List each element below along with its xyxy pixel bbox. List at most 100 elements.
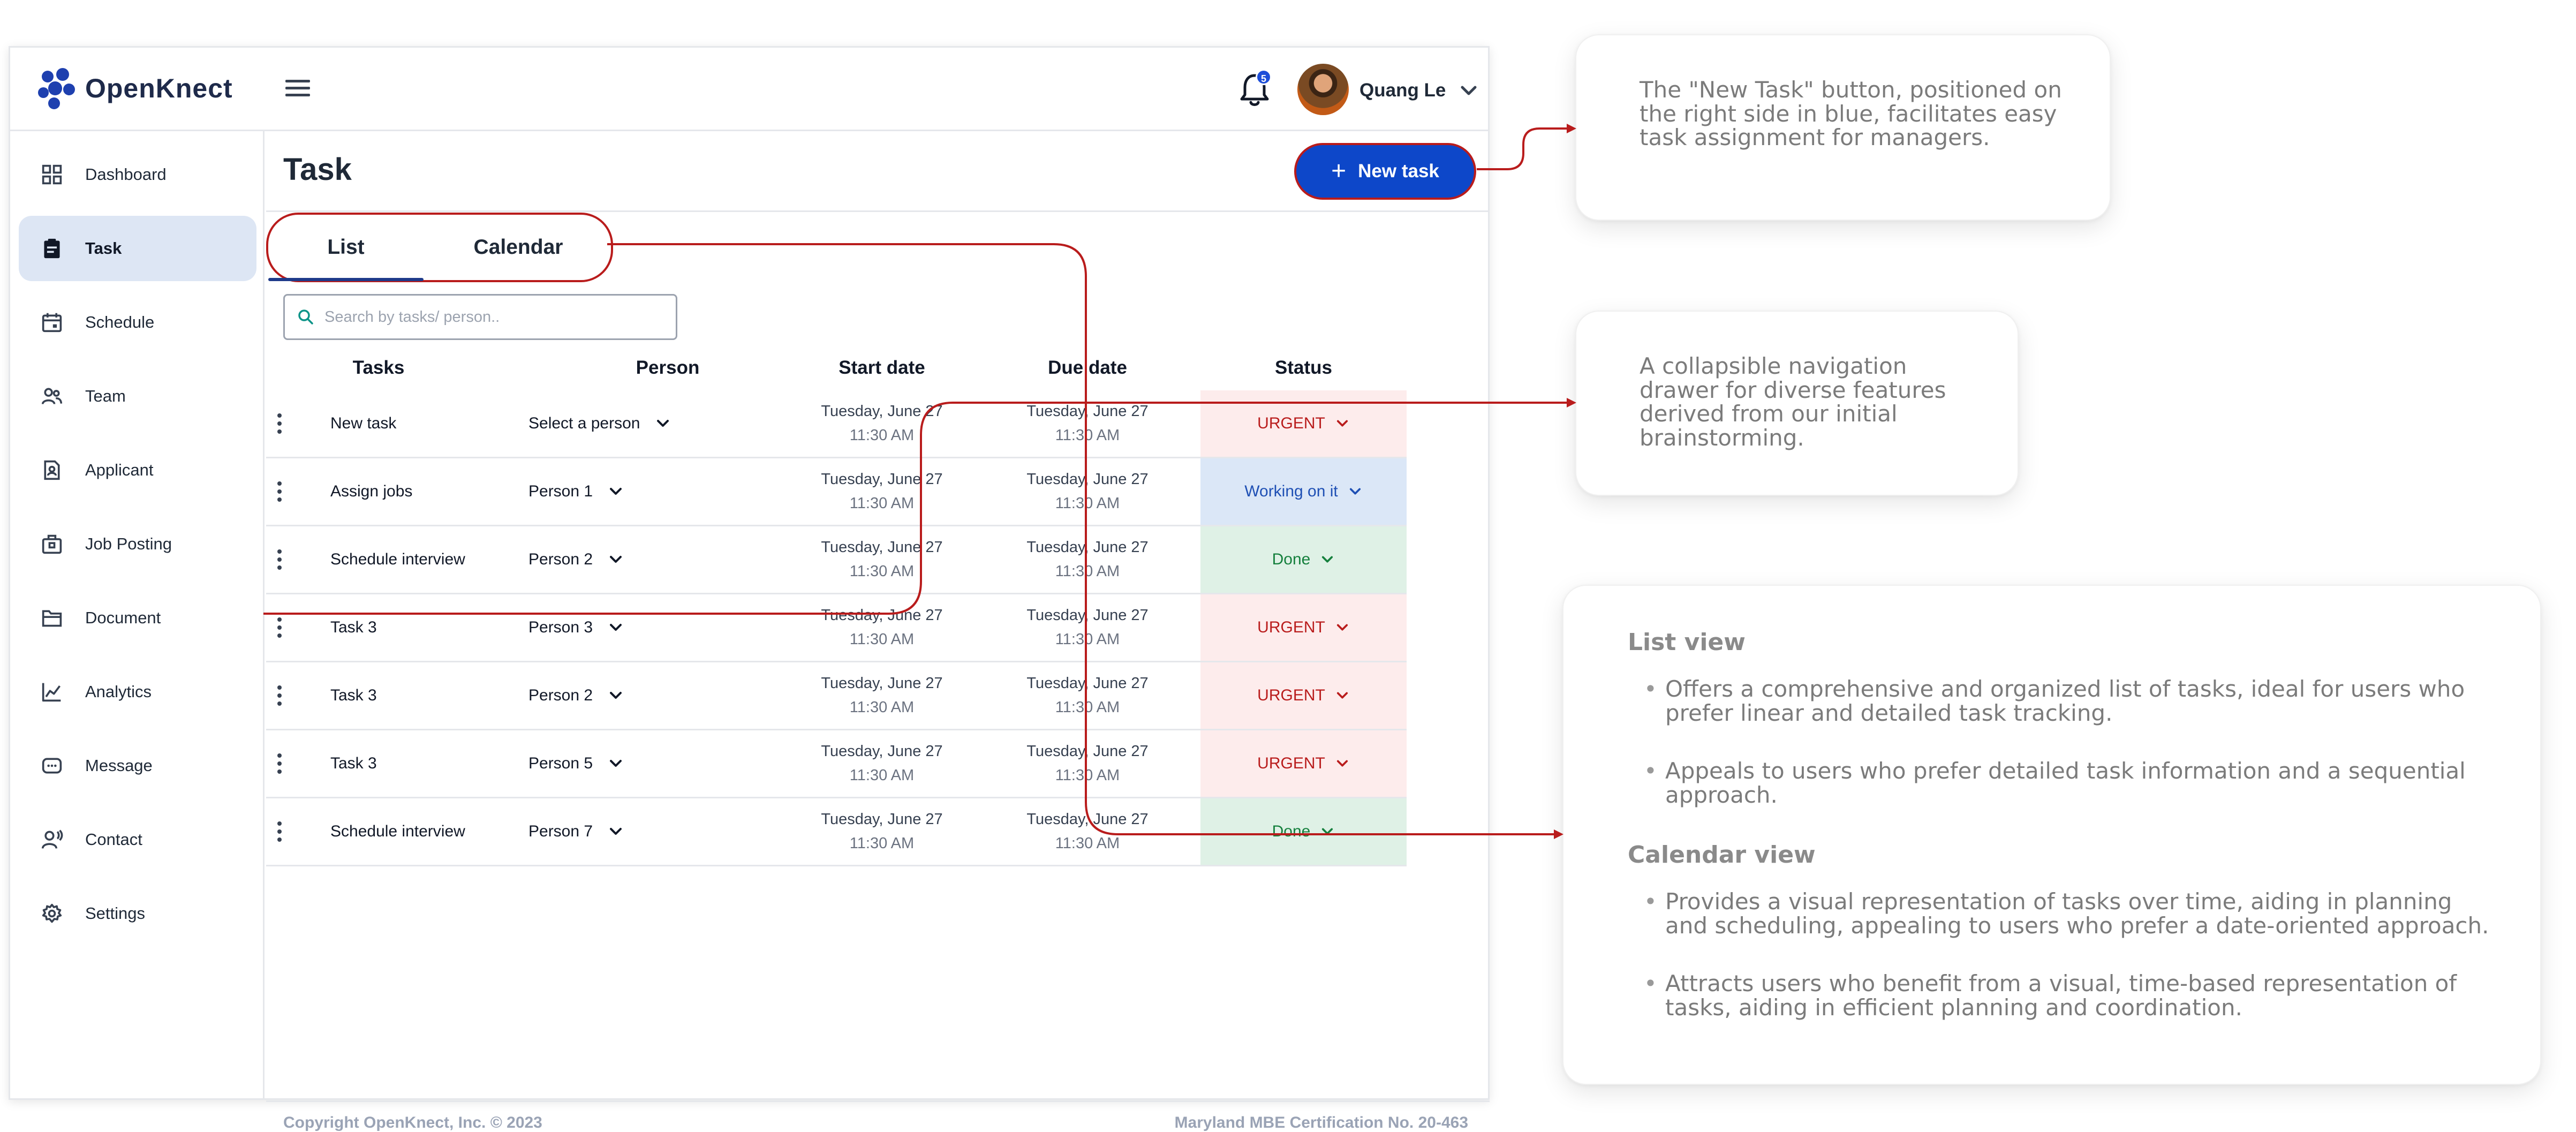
row-menu-icon[interactable]	[266, 594, 293, 661]
sidebar-item-message[interactable]: Message	[19, 733, 256, 798]
menu-toggle-icon[interactable]	[283, 76, 312, 102]
sidebar-item-dashboard[interactable]: Dashboard	[19, 142, 256, 207]
row-menu-icon[interactable]	[266, 798, 293, 865]
status-badge[interactable]: URGENT	[1200, 594, 1407, 661]
sidebar-item-task[interactable]: Task	[19, 216, 256, 281]
person-select[interactable]: Person 1	[528, 458, 711, 525]
due-time: 11:30 AM	[1055, 563, 1120, 580]
row-menu-icon[interactable]	[266, 390, 293, 457]
plus-icon: +	[1331, 157, 1347, 185]
column-header-due-date[interactable]: Due date	[1048, 357, 1127, 378]
task-name[interactable]: New task	[330, 414, 397, 432]
divider	[266, 210, 1490, 212]
table-row[interactable]: Schedule interview Person 7 Tuesday, June …	[266, 798, 1407, 866]
person-value: Person 5	[528, 754, 593, 772]
tab-list[interactable]: List	[327, 236, 365, 259]
status-badge[interactable]: Done	[1200, 526, 1407, 593]
connector-new-task	[1477, 127, 1568, 170]
dashboard-icon	[40, 163, 64, 186]
sidebar-item-analytics[interactable]: Analytics	[19, 659, 256, 725]
search-input[interactable]	[324, 308, 667, 326]
sidebar-item-schedule[interactable]: Schedule	[19, 290, 256, 355]
due-time: 11:30 AM	[1055, 835, 1120, 852]
status-badge[interactable]: Working on it	[1200, 458, 1407, 525]
column-header-tasks[interactable]: Tasks	[352, 357, 405, 378]
person-value: Person 3	[528, 618, 593, 636]
row-menu-icon[interactable]	[266, 730, 293, 797]
column-header-status[interactable]: Status	[1275, 357, 1332, 378]
table-row[interactable]: Schedule interview Person 2 Tuesday, June …	[266, 526, 1407, 594]
sidebar-item-settings[interactable]: Settings	[19, 881, 256, 946]
list-item: Offers a comprehensive and organized lis…	[1644, 677, 2497, 725]
user-name[interactable]: Quang Le	[1359, 80, 1446, 101]
annotation-text: A collapsible navigation drawer for dive…	[1640, 353, 1946, 451]
page-title: Task	[283, 152, 352, 187]
avatar[interactable]	[1297, 64, 1349, 115]
main-content: Task + New task List Calendar Tasks Pers…	[266, 131, 1490, 1131]
task-name[interactable]: Assign jobs	[330, 482, 413, 500]
search-box[interactable]	[283, 294, 677, 340]
notification-bell-icon[interactable]: 5	[1236, 69, 1273, 109]
chevron-down-icon	[610, 760, 622, 767]
column-header-person[interactable]: Person	[636, 357, 700, 378]
row-menu-icon[interactable]	[266, 458, 293, 525]
tab-calendar[interactable]: Calendar	[473, 236, 563, 259]
person-select[interactable]: Person 5	[528, 730, 711, 797]
status-badge[interactable]: Done	[1200, 798, 1407, 865]
annotation-card-views: List view Offers a comprehensive and org…	[1562, 585, 2541, 1085]
status-badge[interactable]: URGENT	[1200, 730, 1407, 797]
sidebar-item-team[interactable]: Team	[19, 364, 256, 429]
row-menu-icon[interactable]	[266, 526, 293, 593]
task-name[interactable]: Schedule interview	[330, 550, 465, 568]
openknect-logo-icon	[38, 68, 75, 109]
person-select[interactable]: Person 3	[528, 594, 711, 661]
sidebar-item-job-posting[interactable]: Job Posting	[19, 511, 256, 577]
due-time: 11:30 AM	[1055, 495, 1120, 512]
chevron-down-icon[interactable]	[1458, 81, 1479, 100]
start-day: Tuesday, June 27	[821, 403, 943, 420]
brand-logo[interactable]: OpenKnect	[36, 67, 233, 110]
task-name[interactable]: Task 3	[330, 618, 377, 636]
person-select[interactable]: Person 2	[528, 526, 711, 593]
active-tab-indicator	[268, 278, 424, 281]
start-day: Tuesday, June 27	[821, 607, 943, 624]
column-header-start-date[interactable]: Start date	[838, 357, 925, 378]
status-badge[interactable]: URGENT	[1200, 390, 1407, 457]
person-select[interactable]: Select a person	[528, 390, 711, 457]
task-name[interactable]: Task 3	[330, 754, 377, 772]
status-label: Done	[1272, 550, 1311, 568]
status-badge[interactable]: URGENT	[1200, 662, 1407, 729]
status-label: Working on it	[1244, 482, 1338, 500]
task-name[interactable]: Task 3	[330, 686, 377, 704]
sidebar-item-contact[interactable]: Contact	[19, 807, 256, 872]
row-menu-icon[interactable]	[266, 662, 293, 729]
copyright-text: Copyright OpenKnect, Inc. © 2023	[283, 1114, 542, 1131]
new-task-button[interactable]: + New task	[1294, 143, 1476, 200]
annotation-text: The "New Task" button, positioned on the…	[1640, 77, 2062, 151]
person-select[interactable]: Person 7	[528, 798, 711, 865]
sidebar-item-document[interactable]: Document	[19, 585, 256, 651]
person-select[interactable]: Person 2	[528, 662, 711, 729]
sidebar-item-applicant[interactable]: Applicant	[19, 437, 256, 503]
start-time: 11:30 AM	[849, 835, 915, 852]
task-name[interactable]: Schedule interview	[330, 822, 465, 840]
